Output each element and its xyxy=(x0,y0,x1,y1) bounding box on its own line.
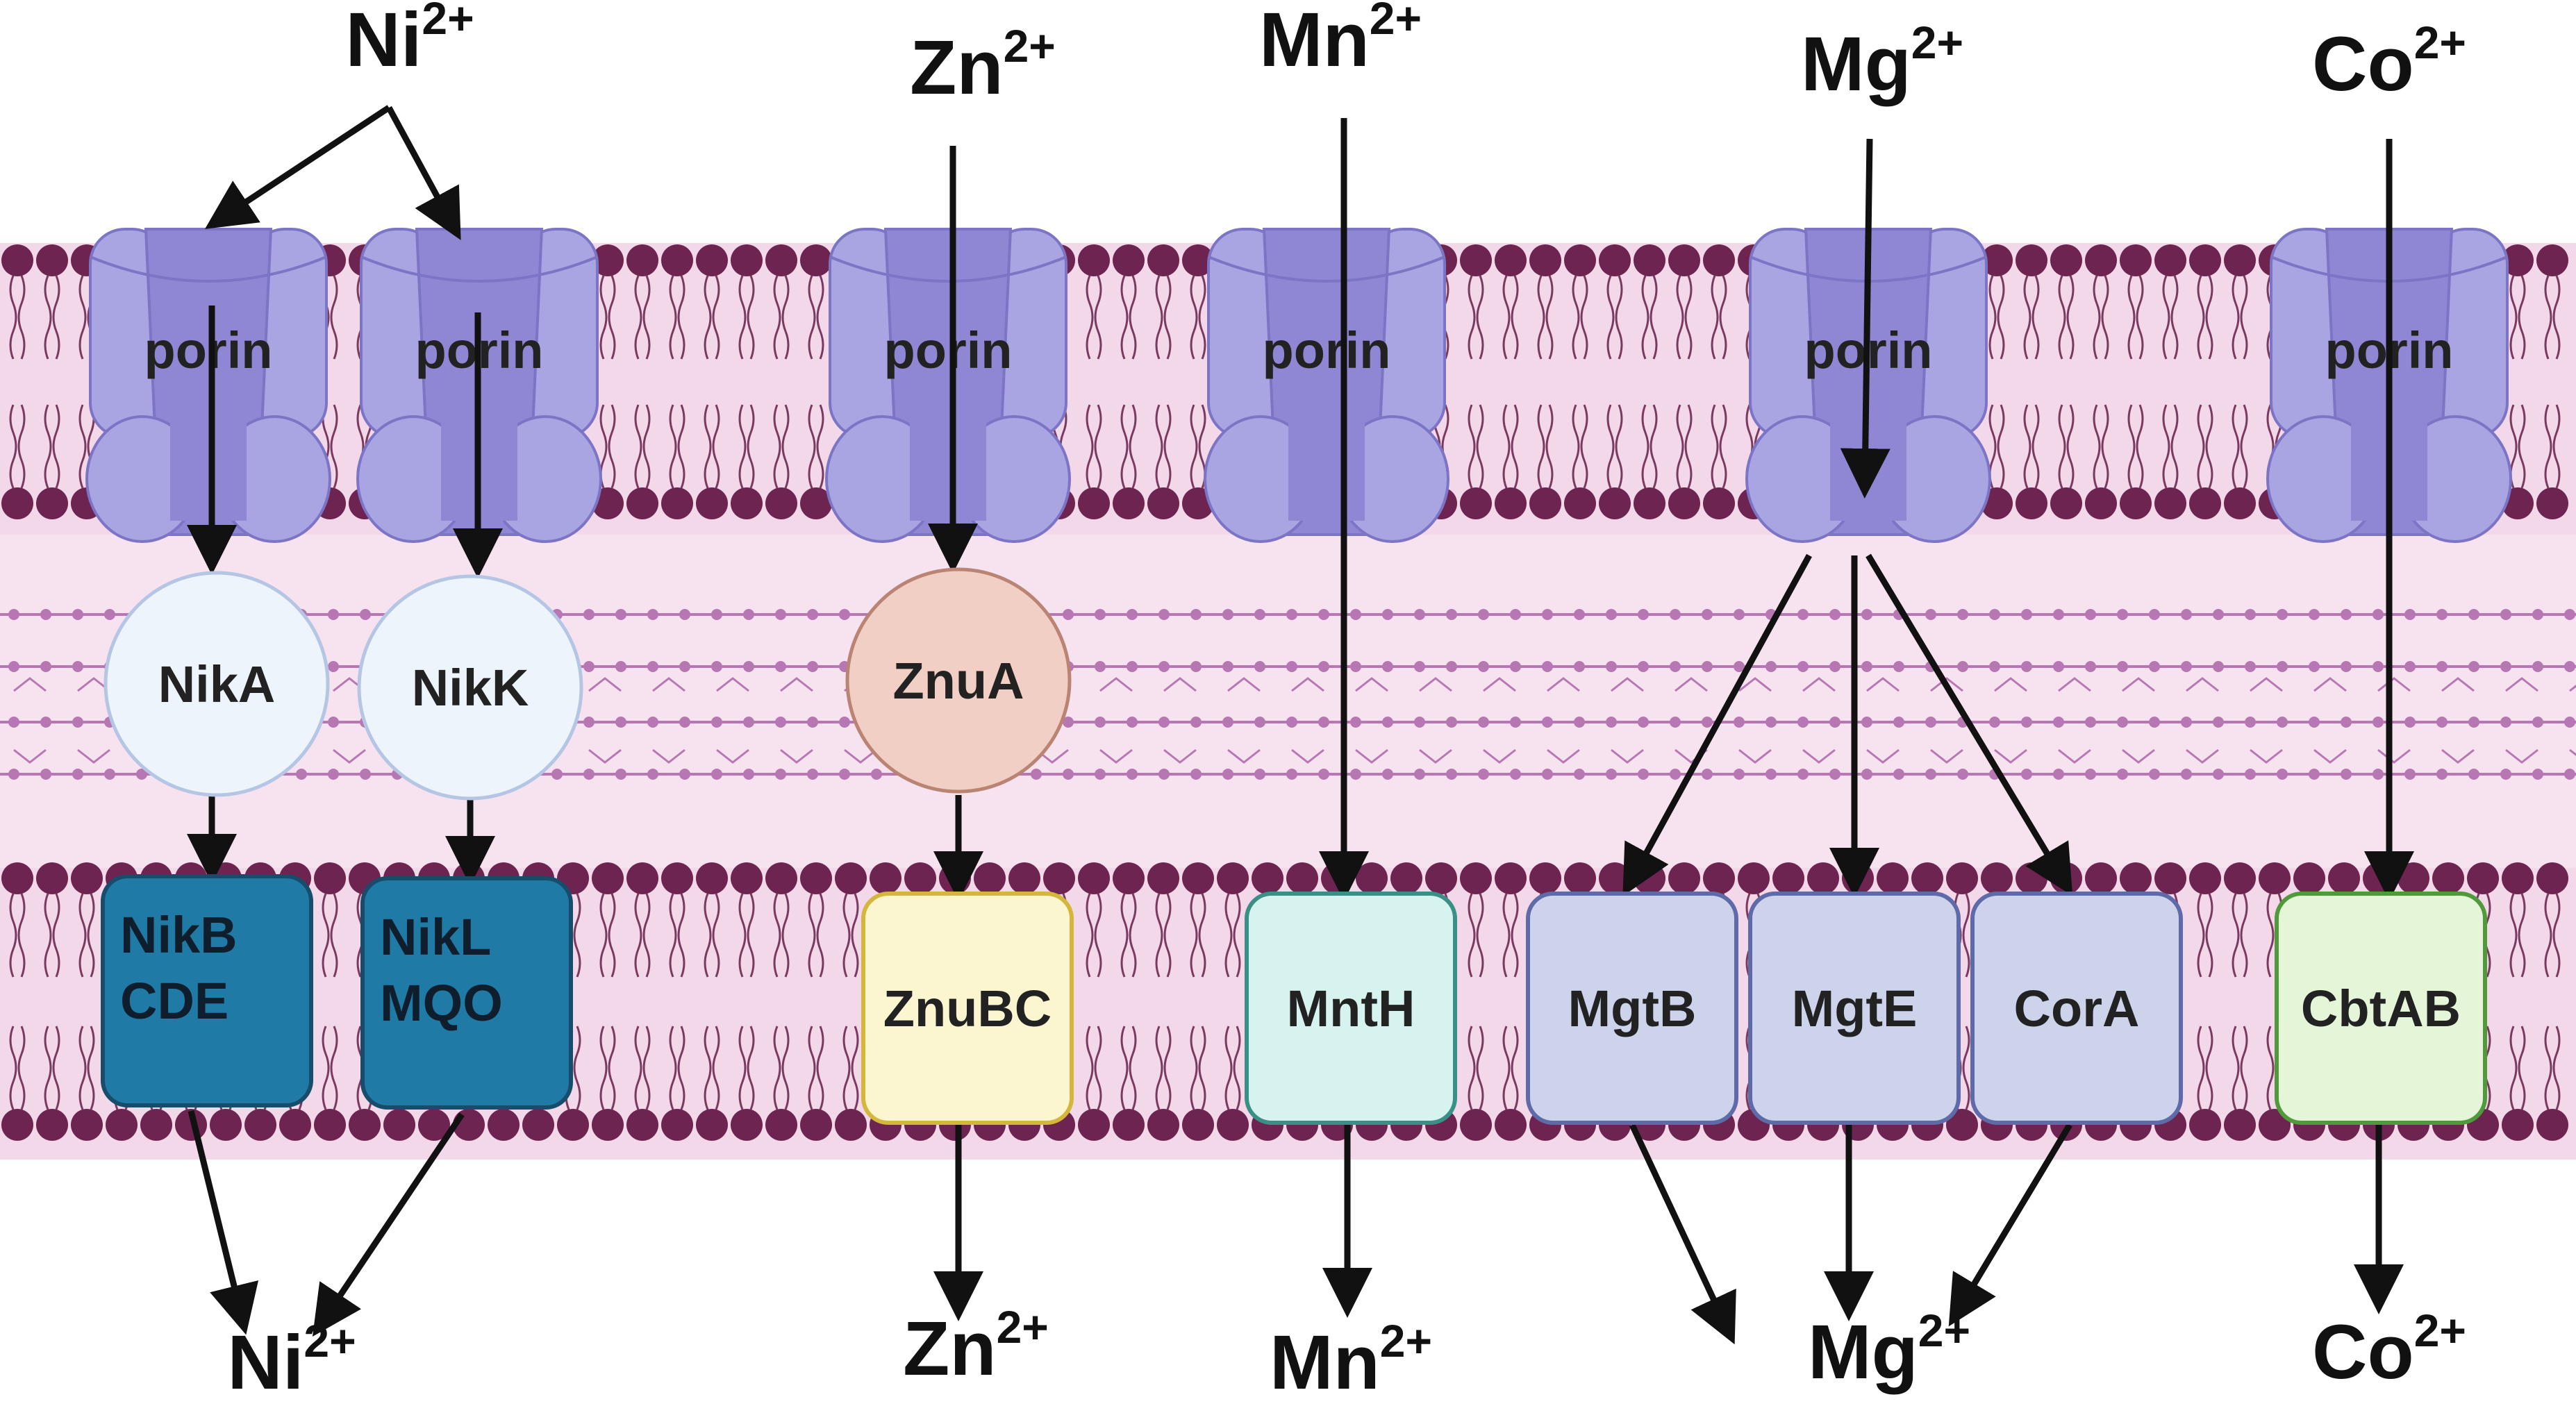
porin-label: porin xyxy=(144,321,273,379)
transporter: NikL MQO xyxy=(360,876,573,1110)
arrow xyxy=(1840,138,1891,499)
cytoplasmic-ion-labels: Ni2+ Zn2+ Mn2+ Mg2+ Co2+ xyxy=(227,1301,2466,1405)
transporter-label: NikB xyxy=(120,906,238,964)
arrow xyxy=(188,1110,259,1335)
arrow xyxy=(386,106,461,240)
ion-label-top: Mn2+ xyxy=(1259,0,1422,83)
ion-label-bottom: Co2+ xyxy=(2312,1305,2466,1395)
transporter-label: MQO xyxy=(380,974,503,1032)
binding-protein-label: NikA xyxy=(158,655,276,713)
ion-label-top: Co2+ xyxy=(2312,17,2466,107)
porin-channel: porin xyxy=(356,228,602,543)
arrow xyxy=(1622,553,1812,896)
ion-label-top: Mg2+ xyxy=(1801,17,1963,107)
ion-label-bottom: Mn2+ xyxy=(1270,1315,1432,1405)
porin-channel: porin xyxy=(85,228,331,543)
ion-label-bottom: Zn2+ xyxy=(903,1301,1049,1391)
transport-arrows xyxy=(187,105,2414,1345)
porin-channel: porin xyxy=(825,228,1071,543)
transporter: MntH xyxy=(1245,892,1457,1125)
transporter-label: ZnuBC xyxy=(883,980,1052,1037)
ion-label-bottom: Mg2+ xyxy=(1808,1305,1970,1395)
transporter: ZnuBC xyxy=(861,892,1074,1125)
binding-protein: NikA xyxy=(103,571,330,797)
porin-label: porin xyxy=(884,321,1013,379)
arrow xyxy=(1629,1123,1736,1345)
ion-label-top: Zn2+ xyxy=(910,20,1056,110)
extracellular-ion-labels: Ni2+ Zn2+ Mn2+ Mg2+ Co2+ xyxy=(345,0,2466,110)
transporter: MgtB xyxy=(1526,892,1738,1125)
binding-protein: NikK xyxy=(357,574,583,801)
transporter: CorA xyxy=(1970,892,2183,1125)
binding-protein-label: NikK xyxy=(412,659,529,717)
transporter-label: NikL xyxy=(380,908,491,966)
transporter-label: CDE xyxy=(120,972,228,1030)
transporter-label: CbtAB xyxy=(2301,980,2461,1037)
ion-label-top: Ni2+ xyxy=(345,0,474,83)
transporter: MgtE xyxy=(1748,892,1961,1125)
arrow xyxy=(1948,1123,2072,1327)
arrow xyxy=(312,1112,465,1337)
inner-membrane-transporters: NikB CDE NikL MQO ZnuBC MntH MgtB MgtE CorA CbtAB xyxy=(101,874,2487,1125)
ion-label-bottom: Ni2+ xyxy=(227,1315,356,1405)
periplasmic-binding-proteins: NikA NikK ZnuA xyxy=(103,567,1072,801)
binding-protein-label: ZnuA xyxy=(892,652,1024,710)
transporter: CbtAB xyxy=(2275,892,2487,1125)
porin-channel: porin xyxy=(1204,228,1449,543)
transporter-label: MgtB xyxy=(1568,980,1697,1037)
porin-label: porin xyxy=(1263,321,1391,379)
transporter-label: MgtE xyxy=(1792,980,1918,1037)
transporter-label: CorA xyxy=(2014,980,2140,1037)
binding-protein: ZnuA xyxy=(845,567,1072,794)
arrow xyxy=(204,105,391,229)
arrow xyxy=(1865,553,2073,896)
transporter-label: MntH xyxy=(1287,980,1415,1037)
transporter: NikB CDE xyxy=(101,874,313,1107)
